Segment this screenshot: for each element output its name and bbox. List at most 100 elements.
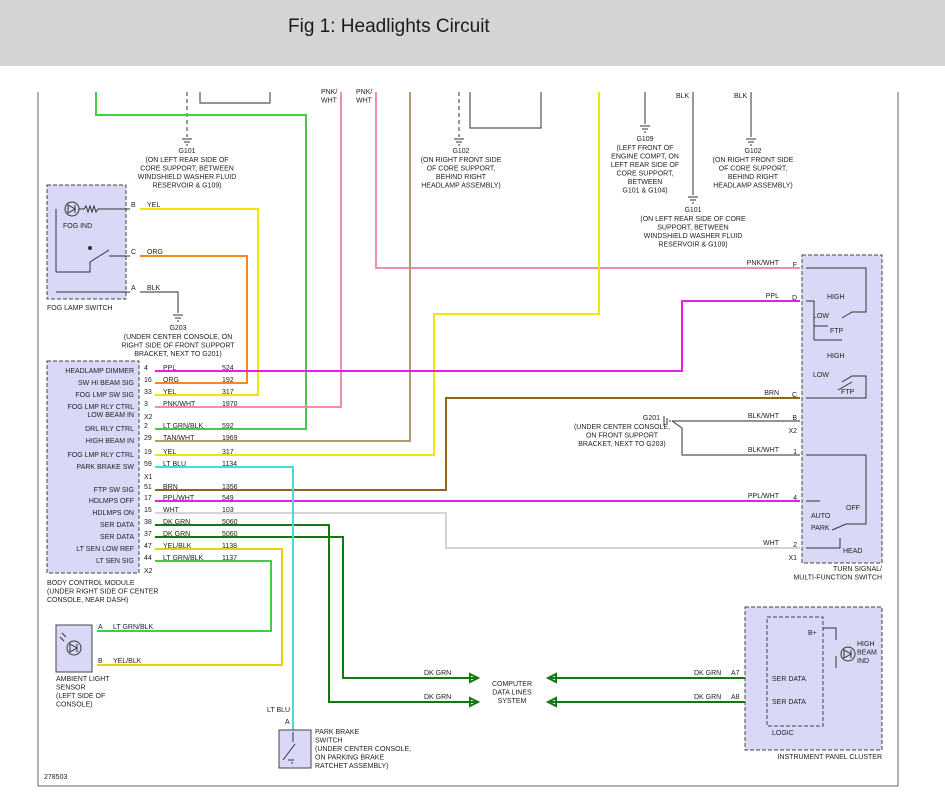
bcm-row-pin: 51	[144, 484, 152, 491]
switch-wire-color: BLK/WHT	[748, 413, 780, 420]
contact-ftp-2: FTP	[841, 389, 855, 396]
bcm-row-name: SER DATA	[100, 534, 134, 541]
bcm-row-pin: 2	[144, 423, 148, 430]
fog-switch-pins: B C A	[131, 202, 136, 292]
ipc-pin-a7: A7	[731, 670, 740, 677]
park-brake-pin: A	[285, 719, 290, 726]
bcm-row-pin: X1	[144, 474, 153, 481]
contact-auto: AUTO	[811, 513, 831, 520]
switch-wire-color: BRN	[764, 390, 779, 397]
turn-switch-pins: FPNK/WHTDPPLCBRNBBLK/WHTX21BLK/WHT4PPL/W…	[747, 260, 798, 562]
bcm-row-circuit: 1137	[222, 555, 237, 562]
diagram-frame	[37, 92, 899, 787]
bcm-row-pin: 15	[144, 507, 152, 514]
bcm-row-circuit: 1970	[222, 401, 238, 408]
ambient-pin-a: A	[98, 624, 103, 631]
fog-lamp-switch-box	[46, 184, 127, 300]
switch-pin: X1	[788, 555, 797, 562]
g102b-ground-icon	[746, 138, 756, 146]
fog-switch-contacts	[55, 209, 130, 293]
bcm-row-wire-color: PPL/WHT	[163, 495, 195, 502]
wire-blk-wht-switch-1	[671, 420, 800, 456]
fog-pin-b-color: YEL	[147, 202, 160, 209]
wire-dkgrn-ser-data-37	[155, 536, 478, 679]
contact-high-2: HIGH	[827, 353, 845, 360]
bcm-row-pin: 47	[144, 543, 152, 550]
g101b-name: G101	[684, 207, 701, 214]
bcm-row-name: DRL RLY CTRL	[85, 426, 134, 433]
pnk-wht-label-1: PNK/WHT	[321, 89, 338, 105]
bcm-row-name: FOG LMP RLY CTRL	[67, 452, 134, 459]
ipc-logic-box	[766, 616, 824, 727]
bcm-row-name: HDLMPS ON	[92, 510, 134, 517]
g102a-name: G102	[452, 148, 469, 155]
data-left-wire-2: DK GRN	[424, 694, 451, 701]
bcm-row-name: LOW BEAM IN	[87, 412, 134, 419]
data-right-wire-2: DK GRN	[694, 694, 721, 701]
fog-pin-a-color: BLK	[147, 285, 161, 292]
bcm-row-name: HEADLAMP DIMMER	[65, 368, 134, 375]
switch-pin: D	[792, 295, 797, 302]
bcm-row-wire-color: YEL/BLK	[163, 543, 192, 550]
bcm-row-wire-color: PPL	[163, 365, 176, 372]
bcm-row-name: LT SEN LOW REF	[76, 546, 134, 553]
g102a-ground-icon	[454, 138, 464, 146]
contact-ftp-1: FTP	[830, 328, 844, 335]
contact-off: OFF	[846, 505, 860, 512]
page-title: Fig 1: Headlights Circuit	[288, 16, 490, 37]
bcm-row-circuit: 317	[222, 449, 234, 456]
wire-yel-blk-lt-sen-low	[97, 548, 283, 666]
arrow-right-1-icon	[469, 672, 481, 684]
data-right-wire-1: DK GRN	[694, 670, 721, 677]
ipc-pin-a8: A8	[731, 694, 740, 701]
ambient-wire-a: LT GRN/BLK	[113, 624, 154, 631]
bcm-row-name: FOG LMP SW SIG	[75, 392, 134, 399]
bcm-row-wire-color: YEL	[163, 389, 176, 396]
fog-indicator-icon	[64, 201, 130, 217]
bcm-row-name: HIGH BEAM IN	[86, 438, 134, 445]
bcm-row-pin: 19	[144, 449, 152, 456]
switch-wire-color: PNK/WHT	[747, 260, 780, 267]
top-component-left	[199, 92, 271, 104]
bcm-row-pin: 17	[144, 495, 152, 502]
g203-name: G203	[169, 325, 186, 332]
turn-switch-box	[801, 254, 883, 564]
bcm-row-circuit: 103	[222, 507, 234, 514]
switch-pin: X2	[788, 428, 797, 435]
high-beam-indicator-icon	[840, 646, 856, 662]
arrow-right-2-icon	[469, 696, 481, 708]
bcm-row-circuit: 192	[222, 377, 234, 384]
arrow-left-2-icon	[545, 696, 557, 708]
bcm-row-circuit: 1356	[222, 484, 238, 491]
bcm-row-wire-color: DK GRN	[163, 531, 190, 538]
blk-label-1: BLK	[676, 93, 690, 100]
switch-pin: C	[792, 392, 797, 399]
fog-pin-c-color: ORG	[147, 249, 163, 256]
bcm-row-pin: 16	[144, 377, 152, 384]
bcm-row-wire-color: LT BLU	[163, 461, 186, 468]
bcm-row-circuit: 592	[222, 423, 234, 430]
bcm-row-circuit: 549	[222, 495, 234, 502]
bcm-row-pin: 44	[144, 555, 152, 562]
bcm-row-circuit: 524	[222, 365, 234, 372]
fog-switch-pivot-icon	[88, 246, 92, 250]
wire-ppl-dimmer	[155, 300, 800, 372]
bcm-row-name: HDLMPS OFF	[89, 498, 134, 505]
bcm-row-wire-color: TAN/WHT	[163, 435, 195, 442]
park-brake-wire: LT BLU	[267, 707, 290, 714]
bcm-row-circuit: 317	[222, 389, 234, 396]
ambient-pin-b: B	[98, 658, 103, 665]
wire-yel-fog-rly	[155, 92, 600, 456]
bcm-row-circuit: 1969	[222, 435, 238, 442]
ipc-bplus: B+	[808, 630, 817, 637]
contact-head: HEAD	[843, 548, 862, 555]
bcm-row-pin: 37	[144, 531, 152, 538]
g102b-name: G102	[744, 148, 761, 155]
wire-wht-hdlmps-on	[155, 512, 800, 549]
